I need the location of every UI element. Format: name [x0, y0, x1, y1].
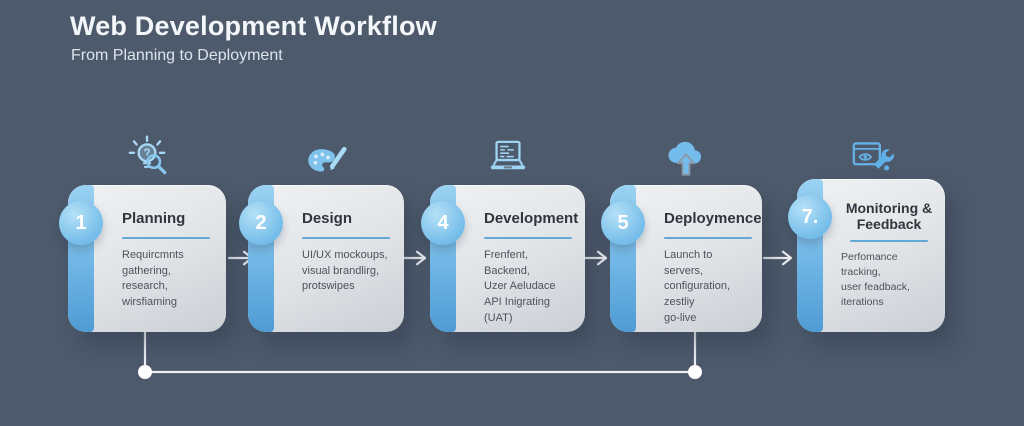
step-description: Launch to servers, configuration, zestli…: [664, 249, 731, 324]
step-description: UI/UX mockoups, visual brandlirg, protsw…: [302, 249, 388, 293]
title-underline: [122, 237, 210, 240]
page-title: Web Development Workflow: [70, 11, 437, 41]
step-number: 1: [75, 211, 87, 234]
title-underline: [302, 237, 390, 240]
step-title: Design: [302, 210, 353, 227]
step-number-badge: 5: [601, 201, 645, 245]
connector-dot-right: [688, 365, 702, 379]
step-number-badge: 7.: [788, 195, 832, 239]
step-number: 7.: [801, 205, 819, 228]
step-number-badge: 2: [239, 201, 283, 245]
monitor-eye-wrench-icon: [844, 132, 898, 182]
card: 4 Development Frenfent, Backend, Uzer Ae…: [421, 185, 585, 332]
step-description: Perfomance tracking, user feadback, iter…: [841, 251, 910, 308]
step-number: 4: [437, 211, 449, 234]
card: 2 Design UI/UX mockoups, visual brandlir…: [239, 185, 404, 332]
step-design: 2 Design UI/UX mockoups, visual brandlir…: [239, 146, 404, 332]
step-number: 2: [255, 211, 267, 234]
step-number: 5: [617, 211, 629, 234]
step-number-badge: 4: [421, 201, 465, 245]
card: 7. Monitoring & Feedback Perfomance trac…: [788, 179, 945, 332]
header: Web Development Workflow From Planning t…: [70, 11, 437, 65]
step-title: Deploymence: [664, 210, 762, 227]
arrow-2: [400, 250, 427, 266]
step-title: Planning: [122, 210, 186, 227]
laptop-code-icon: [481, 133, 535, 183]
card: 5 Deploymence Launch to servers, configu…: [601, 185, 762, 332]
title-underline: [850, 240, 928, 243]
step-title: Monitoring & Feedback: [845, 200, 933, 233]
title-underline: [484, 237, 572, 240]
page-subtitle: From Planning to Deployment: [71, 47, 283, 64]
connector-dot-left: [138, 365, 152, 379]
step-title: Development: [484, 210, 579, 227]
step-number-badge: 1: [59, 201, 103, 245]
lightbulb-idea-magnifier-icon: [120, 133, 174, 183]
step-planning: 1 Planning Requircmnts gathering, resear…: [59, 135, 226, 332]
bottom-connector-line: [143, 328, 697, 374]
title-underline: [664, 237, 752, 240]
palette-pencil-icon: [299, 133, 353, 183]
step-monitoring-feedback: 7. Monitoring & Feedback Perfomance trac…: [788, 142, 945, 332]
step-deployment: 5 Deploymence Launch to servers, configu…: [601, 141, 762, 332]
step-description: Frenfent, Backend, Uzer Aeludace API Ini…: [484, 249, 556, 324]
card: 1 Planning Requircmnts gathering, resear…: [59, 185, 226, 332]
step-description: Requircmnts gathering, research, wirsfia…: [122, 249, 184, 309]
step-development: 4 Development Frenfent, Backend, Uzer Ae…: [421, 140, 585, 332]
cloud-upload-icon: [659, 133, 713, 183]
arrow-4: [762, 250, 793, 266]
